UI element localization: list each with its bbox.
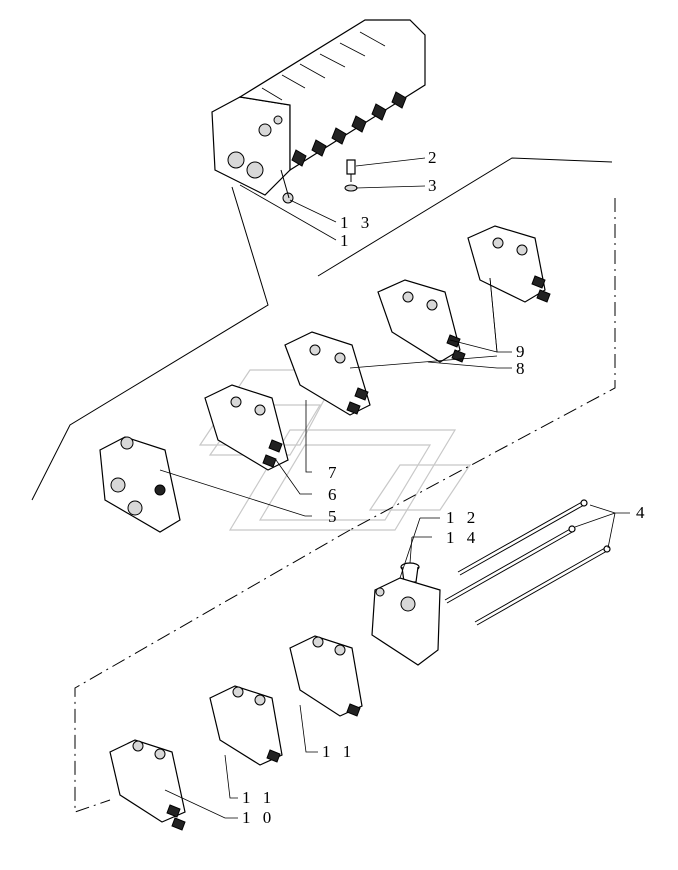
valve-section-6 [204, 384, 289, 471]
valve-section-9 [467, 225, 551, 303]
valve-section-7 [284, 331, 371, 416]
valve-section-11a [209, 685, 283, 766]
callout-12: 1 2 [446, 508, 479, 527]
outlet-cover-12 [371, 577, 441, 666]
callout-4: 4 [636, 503, 649, 522]
frame-lines [31, 157, 616, 813]
valve-assembly-top [211, 19, 426, 204]
callout-1: 1 [340, 231, 353, 250]
leader-lines [159, 157, 630, 819]
callout-11-a: 1 1 [322, 742, 355, 761]
tie-rods-4 [444, 499, 611, 626]
callout-6: 6 [328, 485, 341, 504]
valve-section-10 [109, 739, 186, 831]
end-cover-5 [99, 436, 181, 533]
valve-section-8 [377, 279, 466, 363]
callout-8: 8 [516, 359, 529, 378]
callout-7: 7 [328, 463, 341, 482]
valve-section-11b [289, 635, 363, 717]
callout-3: 3 [428, 176, 441, 195]
callout-2: 2 [428, 148, 441, 167]
callout-11-b: 1 1 [242, 788, 275, 807]
callout-9: 9 [516, 342, 529, 361]
callout-14: 1 4 [446, 528, 479, 547]
callout-5: 5 [328, 507, 341, 526]
callout-labels: 2 3 1 3 1 9 8 7 6 5 1 2 1 4 4 1 1 1 1 1 … [242, 148, 649, 827]
callout-10: 1 0 [242, 808, 275, 827]
bolt-and-washer [344, 159, 358, 192]
callout-13: 1 3 [340, 213, 373, 232]
